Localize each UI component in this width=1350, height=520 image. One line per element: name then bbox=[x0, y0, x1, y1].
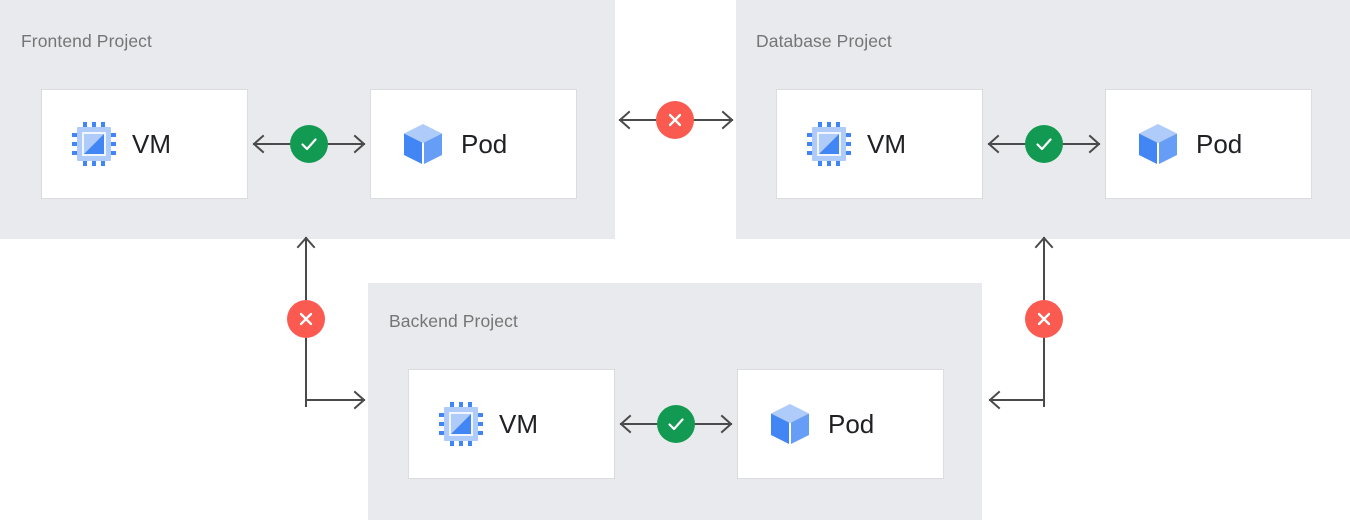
vm-chip-icon bbox=[70, 120, 118, 168]
resource-card-backend-vm[interactable]: VM bbox=[408, 369, 615, 479]
resource-card-frontend-pod[interactable]: Pod bbox=[370, 89, 577, 199]
x-circle-icon bbox=[665, 110, 685, 130]
check-circle-icon bbox=[298, 133, 320, 155]
status-badge-frontend-database[interactable] bbox=[656, 101, 694, 139]
resource-label: VM bbox=[499, 409, 538, 439]
pod-cube-icon bbox=[399, 120, 447, 168]
vm-chip-icon bbox=[437, 400, 485, 448]
pod-cube-icon bbox=[766, 400, 814, 448]
resource-label: VM bbox=[867, 129, 906, 159]
resource-label: Pod bbox=[461, 129, 508, 159]
resource-label: VM bbox=[132, 129, 171, 159]
resource-card-database-pod[interactable]: Pod bbox=[1105, 89, 1312, 199]
resource-card-backend-pod[interactable]: Pod bbox=[737, 369, 944, 479]
x-circle-icon bbox=[296, 309, 316, 329]
pod-cube-icon bbox=[1134, 120, 1182, 168]
resource-card-database-vm[interactable]: VM bbox=[776, 89, 983, 199]
check-circle-icon bbox=[665, 413, 687, 435]
resource-card-frontend-vm[interactable]: VM bbox=[41, 89, 248, 199]
resource-label: Pod bbox=[828, 409, 875, 439]
check-circle-icon bbox=[1033, 133, 1055, 155]
status-badge-backend-internal[interactable] bbox=[657, 405, 695, 443]
vm-chip-icon bbox=[805, 120, 853, 168]
status-badge-database-internal[interactable] bbox=[1025, 125, 1063, 163]
x-circle-icon bbox=[1034, 309, 1054, 329]
project-title-backend: Backend Project bbox=[389, 311, 518, 331]
project-title-database: Database Project bbox=[756, 31, 892, 51]
status-badge-frontend-internal[interactable] bbox=[290, 125, 328, 163]
status-badge-frontend-backend[interactable] bbox=[287, 300, 325, 338]
status-badge-database-backend[interactable] bbox=[1025, 300, 1063, 338]
project-title-frontend: Frontend Project bbox=[21, 31, 152, 51]
resource-label: Pod bbox=[1196, 129, 1243, 159]
